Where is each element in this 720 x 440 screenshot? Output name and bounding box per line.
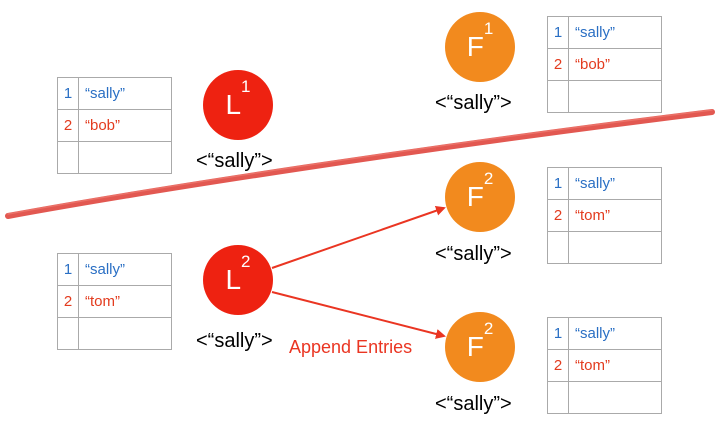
- log-value: “bob”: [568, 48, 662, 81]
- log-entry-row-empty: [57, 317, 172, 350]
- leader-node-term-2: L2: [203, 245, 273, 315]
- log-index: [57, 141, 79, 174]
- node-letter: F: [466, 31, 484, 62]
- log-value: “sally”: [568, 16, 662, 49]
- node-value-leader-2: <“sally”>: [196, 330, 273, 352]
- leader-node-term-1: L1: [203, 70, 273, 140]
- node-letter: F: [466, 181, 484, 212]
- log-value: “sally”: [78, 253, 172, 286]
- log-entry-row-empty: [547, 381, 662, 414]
- log-follower-2a: 1 “sally” 2 “tom”: [547, 167, 662, 264]
- node-term: 1: [483, 19, 494, 38]
- log-index: 1: [57, 77, 79, 110]
- log-entry-row-empty: [547, 80, 662, 113]
- log-value: [78, 141, 172, 174]
- arrow-leader2-to-follower2b: [271, 291, 446, 339]
- append-entries-label: Append Entries: [289, 337, 413, 357]
- follower-node-2b: F2: [445, 312, 515, 382]
- arrow-leader2-to-follower2a: [271, 205, 446, 269]
- node-letter: F: [466, 331, 484, 362]
- log-leader-1: 1 “sally” 2 “bob”: [57, 77, 172, 174]
- log-value: “sally”: [568, 317, 662, 350]
- partition-line: [5, 109, 715, 219]
- log-follower-2b: 1 “sally” 2 “tom”: [547, 317, 662, 414]
- log-index: [547, 381, 569, 414]
- log-entry-row: 1 “sally”: [57, 253, 172, 286]
- log-index: 2: [547, 349, 569, 382]
- node-value-follower-2a: <“sally”>: [435, 243, 512, 265]
- log-entry-row: 2 “tom”: [547, 199, 662, 232]
- log-value: “tom”: [568, 199, 662, 232]
- log-value: “bob”: [78, 109, 172, 142]
- node-term: 2: [483, 319, 494, 338]
- node-term: 1: [241, 77, 251, 96]
- log-entry-row-empty: [57, 141, 172, 174]
- follower-node-2a: F2: [445, 162, 515, 232]
- follower-node-term-1: F1: [445, 12, 515, 82]
- log-value: [568, 80, 662, 113]
- node-letter: L: [225, 264, 242, 295]
- log-index: 2: [547, 48, 569, 81]
- log-entry-row: 1 “sally”: [547, 317, 662, 350]
- log-index: 1: [547, 317, 569, 350]
- node-value-follower-2b: <“sally”>: [435, 393, 512, 415]
- log-index: 2: [57, 285, 79, 318]
- log-value: “sally”: [78, 77, 172, 110]
- log-value: [568, 381, 662, 414]
- log-index: 2: [547, 199, 569, 232]
- log-value: “sally”: [568, 167, 662, 200]
- log-value: [78, 317, 172, 350]
- log-index: [547, 231, 569, 264]
- log-entry-row: 2 “bob”: [547, 48, 662, 81]
- log-index: 1: [547, 167, 569, 200]
- log-index: [57, 317, 79, 350]
- log-value: [568, 231, 662, 264]
- log-entry-row: 2 “tom”: [547, 349, 662, 382]
- log-value: “tom”: [568, 349, 662, 382]
- log-leader-2: 1 “sally” 2 “tom”: [57, 253, 172, 350]
- node-value-follower-1: <“sally”>: [435, 92, 512, 114]
- log-index: 1: [57, 253, 79, 286]
- node-term: 2: [241, 252, 251, 271]
- log-entry-row: 1 “sally”: [547, 16, 662, 49]
- log-index: 2: [57, 109, 79, 142]
- log-index: [547, 80, 569, 113]
- log-entry-row-empty: [547, 231, 662, 264]
- node-term: 2: [483, 169, 494, 188]
- log-entry-row: 2 “bob”: [57, 109, 172, 142]
- log-value: “tom”: [78, 285, 172, 318]
- node-value-leader-1: <“sally”>: [196, 150, 273, 172]
- log-follower-1: 1 “sally” 2 “bob”: [547, 16, 662, 113]
- log-entry-row: 1 “sally”: [547, 167, 662, 200]
- log-index: 1: [547, 16, 569, 49]
- log-entry-row: 2 “tom”: [57, 285, 172, 318]
- log-entry-row: 1 “sally”: [57, 77, 172, 110]
- node-letter: L: [225, 89, 242, 120]
